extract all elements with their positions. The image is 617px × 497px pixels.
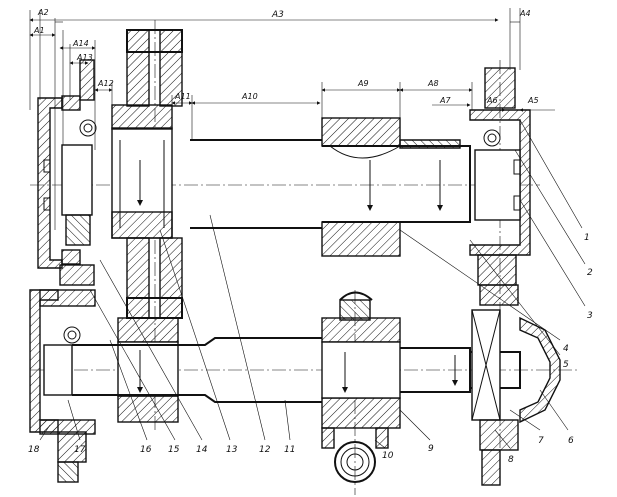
middle-gears <box>59 264 519 306</box>
dim-label-a10: A10 <box>241 92 258 101</box>
part-label-14: 14 <box>196 445 208 455</box>
part-label-3: 3 <box>587 311 593 321</box>
part-label-8: 8 <box>508 455 514 465</box>
lower-right-cover <box>471 309 561 486</box>
part-label-4: 4 <box>563 344 569 354</box>
worm-wheel-9 <box>321 291 401 429</box>
upper-right-housing <box>469 67 531 286</box>
lower-left-housing <box>29 289 96 483</box>
part-label-9: 9 <box>428 444 434 454</box>
part-label-10: 10 <box>382 451 394 461</box>
part-label-7: 7 <box>538 436 544 446</box>
dim-label-a2: A2 <box>37 8 49 17</box>
part-label-1: 1 <box>584 233 590 243</box>
part-label-2: 2 <box>587 268 593 278</box>
dim-label-a9: A9 <box>357 79 369 88</box>
leader-lines <box>39 119 586 449</box>
dim-label-a8: A8 <box>427 79 439 88</box>
dim-label-a3: A3 <box>271 10 284 20</box>
dim-label-a5: A5 <box>527 96 539 105</box>
large-gear-13 <box>126 29 183 319</box>
worm-10 <box>321 427 389 483</box>
dim-label-a7: A7 <box>439 96 451 105</box>
part-label-6: 6 <box>568 436 574 446</box>
dim-label-a4: A4 <box>519 9 531 18</box>
part-label-12: 12 <box>259 445 271 455</box>
part-label-18: 18 <box>28 445 40 455</box>
part-label-13: 13 <box>226 445 238 455</box>
part-label-17: 17 <box>74 445 86 455</box>
upper-shaft-12 <box>190 139 471 229</box>
part-label-5: 5 <box>563 360 569 370</box>
part-label-11: 11 <box>284 445 295 455</box>
dim-label-a12: A12 <box>97 79 114 88</box>
dim-label-a13: A13 <box>76 53 93 62</box>
upper-sleeve-gear-4 <box>321 117 461 257</box>
lower-gear-15 <box>117 317 179 423</box>
upper-gear-14 <box>111 104 173 239</box>
dim-label-a14: A14 <box>72 39 89 48</box>
upper-left-housing <box>37 59 97 269</box>
part-label-15: 15 <box>168 445 180 455</box>
dim-label-a1: A1 <box>33 26 45 35</box>
part-label-16: 16 <box>140 445 152 455</box>
